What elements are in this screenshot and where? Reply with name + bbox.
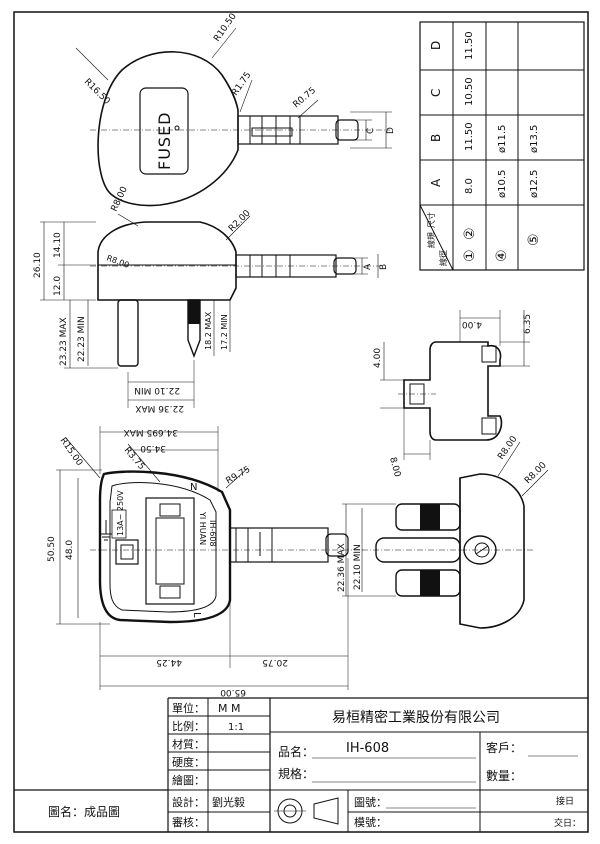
dimension-table: A B C D 線規 尺寸 線徑 ① ② ④ ⑤ 8.0 11.50 10.50… bbox=[419, 21, 585, 271]
design-label: 設計： bbox=[172, 795, 205, 809]
material-label: 材質： bbox=[172, 737, 205, 751]
table-row-id-2: ④ bbox=[494, 249, 510, 262]
drawing-border bbox=[13, 11, 589, 833]
top-dim-d: D bbox=[386, 127, 396, 134]
table-cell-4-a: ø10.5 bbox=[497, 170, 508, 198]
table-cell-2-b: 11.50 bbox=[464, 122, 475, 151]
table-header-side: 線徑 bbox=[438, 250, 448, 266]
table-col-b: B bbox=[429, 134, 443, 142]
side-pin-max: 23.23 MAX bbox=[59, 317, 69, 366]
scale-label: 比例： bbox=[172, 719, 205, 733]
insert-d-top: 4.00 bbox=[462, 319, 482, 329]
part-name-value: IH-608 bbox=[346, 741, 389, 756]
fuse-rating: 13A~ 250V bbox=[116, 490, 125, 536]
inner-r-b: R9.75 bbox=[225, 465, 253, 487]
side-view: 26.10 14.10 12.0 23.23 MAX 22.23 MIN 18.… bbox=[33, 185, 389, 413]
front-view: 22.36 MAX 22.10 MIN R8.00 R8.00 bbox=[337, 434, 549, 629]
inner-d-left: 44.25 bbox=[156, 657, 182, 667]
spec-label: 規格： bbox=[278, 766, 314, 781]
side-h-top: 14.10 bbox=[53, 232, 63, 258]
inner-r-big: R15.00 bbox=[58, 436, 85, 468]
table-col-a: A bbox=[429, 178, 443, 187]
drawing-no-label: 圖號： bbox=[354, 796, 387, 809]
front-pin-max: 22.36 MAX bbox=[337, 543, 347, 592]
scale-value: 1:1 bbox=[228, 722, 244, 733]
model-label: IH-608 bbox=[208, 520, 217, 547]
insert-d-left: 4.00 bbox=[373, 348, 383, 368]
side-width-min: 22.10 MIN bbox=[134, 385, 180, 395]
side-r-inner: R8.00 bbox=[105, 253, 130, 269]
unit-label: 單位： bbox=[172, 701, 205, 715]
title-block: 單位： M M 比例： 1:1 材質： 硬度： 繪圖： 設計： 劉光毅 審核： … bbox=[14, 697, 588, 832]
inner-w-max: 34.695 MAX bbox=[124, 427, 178, 437]
table-cell-2-d: 11.50 bbox=[464, 31, 475, 60]
table-cell-4-b: ø11.5 bbox=[497, 125, 508, 153]
table-cell-5-b: ø13.5 bbox=[529, 125, 540, 153]
delivery-label: 交日： bbox=[554, 817, 581, 829]
inner-view: 13A~ 250V YI HUAN IH-608 N L 34.695 MAX … bbox=[47, 426, 365, 697]
customer-label: 客戶： bbox=[486, 740, 522, 755]
inner-w-mid: 34.50 bbox=[140, 443, 166, 453]
side-pin2-max: 18.2 MAX bbox=[204, 311, 213, 350]
table-row-id-1: ② bbox=[462, 227, 478, 240]
inner-d-right: 20.75 bbox=[262, 657, 288, 667]
table-col-d: D bbox=[429, 41, 443, 50]
insert-d-right: 6.35 bbox=[523, 314, 533, 334]
table-cell-2-a: 8.0 bbox=[464, 178, 475, 194]
table-row1-prefix: ① bbox=[462, 249, 478, 262]
side-pin-min: 22.23 MIN bbox=[77, 316, 87, 362]
hardness-label: 硬度： bbox=[172, 755, 205, 769]
table-col-c: C bbox=[429, 89, 443, 97]
drawn-label: 繪圖： bbox=[172, 773, 205, 787]
table-header-unit: 尺寸 bbox=[426, 212, 436, 228]
insert-d-bottom: 8.00 bbox=[387, 456, 402, 478]
mold-no-label: 模號： bbox=[354, 816, 387, 829]
top-r-top: R10.50 bbox=[212, 12, 239, 44]
top-dim-c: C bbox=[366, 128, 376, 134]
table-row-id-3: ⑤ bbox=[526, 233, 542, 246]
design-value: 劉光毅 bbox=[212, 795, 245, 809]
side-r-top: R8.00 bbox=[110, 185, 130, 213]
brand-label: YI HUAN bbox=[198, 511, 207, 545]
fused-label: FUSED bbox=[155, 112, 174, 171]
company-name: 易桓精密工業股份有限公司 bbox=[332, 709, 500, 726]
letter-n: N bbox=[190, 482, 197, 493]
review-label: 審核： bbox=[172, 815, 205, 829]
side-r-mid: R2.00 bbox=[227, 208, 253, 234]
side-h-bottom: 12.0 bbox=[53, 276, 63, 296]
qty-label: 數量： bbox=[486, 769, 522, 783]
received-label: 接日 bbox=[556, 795, 574, 807]
drawing-title: 圖名：成品圖 bbox=[48, 804, 120, 819]
table-cell-2-c: 10.50 bbox=[464, 77, 475, 106]
top-view: FUSED C D R16.50 R10.50 R1.75 R0.75 bbox=[75, 12, 396, 207]
table-cell-5-a: ø12.5 bbox=[529, 170, 540, 198]
inner-d-total: 65.00 bbox=[220, 687, 246, 697]
top-r-pin: R0.75 bbox=[292, 86, 319, 111]
inner-h-inner: 48.0 bbox=[65, 540, 75, 560]
inner-h-total: 50.50 bbox=[47, 536, 57, 562]
side-pin2-min: 17.2 MIN bbox=[220, 314, 229, 350]
projection-symbol bbox=[274, 797, 339, 825]
side-width-max: 22.36 MAX bbox=[135, 403, 184, 413]
top-r-small: R1.75 bbox=[230, 70, 253, 97]
part-name-label: 品名： bbox=[278, 744, 314, 759]
front-pin-min: 22.10 MIN bbox=[353, 544, 363, 590]
unit-value: M M bbox=[218, 702, 240, 715]
table-header-top: 線規 bbox=[426, 232, 436, 248]
side-dim-a: A bbox=[363, 263, 373, 270]
letter-l: L bbox=[191, 612, 202, 618]
side-dim-b: B bbox=[379, 264, 389, 270]
side-h-total: 26.10 bbox=[33, 252, 43, 278]
